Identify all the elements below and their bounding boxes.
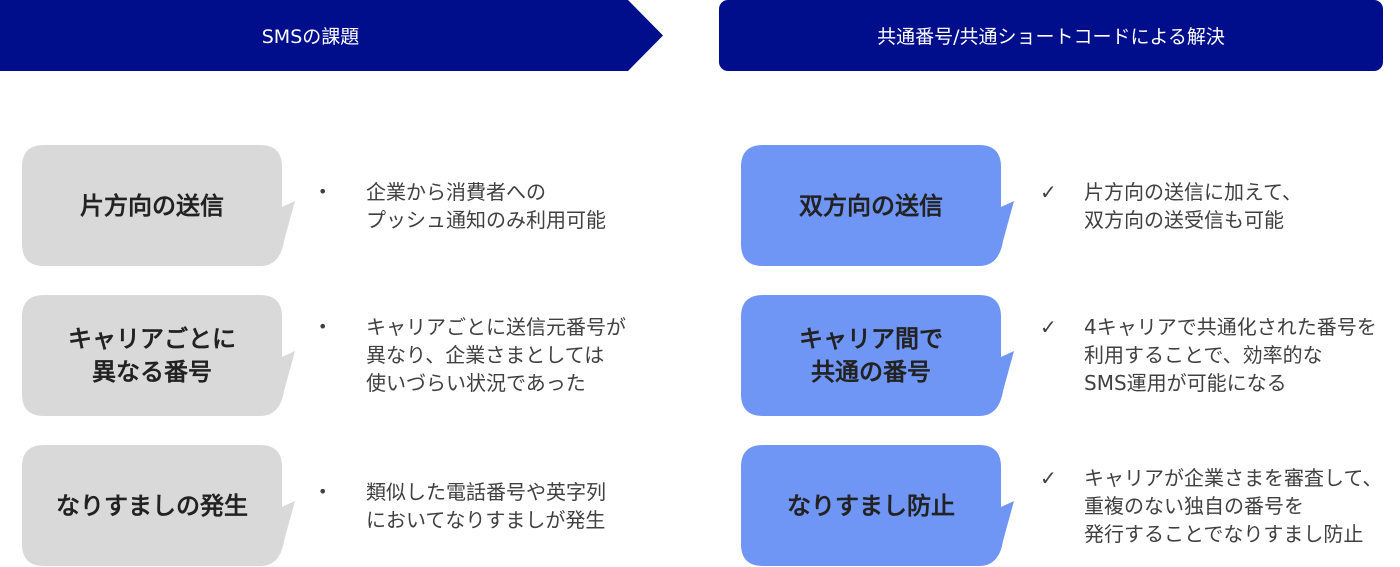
solution-description-common-number: ✓ 4キャリアで共通化された番号を 利用することで、効率的な SMS運用が可能に… xyxy=(1040,313,1377,397)
problem-description-text: キャリアごとに送信元番号が 異なり、企業さまとしては 使いづらい状況であった xyxy=(366,315,626,395)
callout-shape-icon xyxy=(741,145,1014,266)
solution-description-text: キャリアが企業さまを審査して、 重複のない独自の番号を 発行することでなりすまし… xyxy=(1084,466,1383,546)
problems-header: SMSの課題 xyxy=(0,0,663,71)
bullet-icon: • xyxy=(318,317,328,336)
problem-description-text: 類似した電話番号や英字列 においてなりすましが発生 xyxy=(366,480,606,532)
callout-shape-icon xyxy=(741,445,1014,566)
solution-callout-two-way: 双方向の送信 xyxy=(741,145,1016,267)
problem-label: なりすましの発生 xyxy=(56,491,248,520)
problem-label: 片方向の送信 xyxy=(80,191,224,220)
callout-shape-icon xyxy=(22,295,295,416)
solution-callout-common-number: キャリア間で 共通の番号 xyxy=(741,295,1016,417)
checkmark-icon: ✓ xyxy=(1040,180,1057,204)
problems-header-title: SMSの課題 xyxy=(261,26,360,48)
solution-description-text: 4キャリアで共通化された番号を 利用することで、効率的な SMS運用が可能になる xyxy=(1084,315,1377,395)
solutions-header-title: 共通番号/共通ショートコードによる解決 xyxy=(877,26,1225,48)
solution-label: なりすまし防止 xyxy=(787,491,955,520)
solution-callout-spoofing-prevention: なりすまし防止 xyxy=(741,445,1016,567)
problem-description-different-numbers: • キャリアごとに送信元番号が 異なり、企業さまとしては 使いづらい状況であった xyxy=(318,313,626,397)
checkmark-icon: ✓ xyxy=(1040,466,1057,490)
solution-label: キャリア間で 共通の番号 xyxy=(799,325,943,386)
checkmark-icon: ✓ xyxy=(1040,315,1057,339)
bullet-icon: • xyxy=(318,482,328,501)
solution-label: 双方向の送信 xyxy=(799,191,943,220)
problem-description-spoofing: • 類似した電話番号や英字列 においてなりすましが発生 xyxy=(318,478,606,534)
problem-callout-different-numbers: キャリアごとに 異なる番号 xyxy=(22,295,297,417)
solutions-header: 共通番号/共通ショートコードによる解決 xyxy=(719,0,1383,71)
callout-shape-icon xyxy=(22,445,295,566)
solution-description-text: 片方向の送信に加えて、 双方向の送受信も可能 xyxy=(1084,180,1302,232)
problem-label: キャリアごとに 異なる番号 xyxy=(68,325,236,386)
problem-description-one-way: • 企業から消費者への プッシュ通知のみ利用可能 xyxy=(318,178,606,234)
solution-description-two-way: ✓ 片方向の送信に加えて、 双方向の送受信も可能 xyxy=(1040,178,1302,234)
problem-callout-spoofing: なりすましの発生 xyxy=(22,445,297,567)
callout-shape-icon xyxy=(22,145,295,266)
problem-callout-one-way: 片方向の送信 xyxy=(22,145,297,267)
problem-description-text: 企業から消費者への プッシュ通知のみ利用可能 xyxy=(366,180,606,232)
solution-description-spoofing-prevention: ✓ キャリアが企業さまを審査して、 重複のない独自の番号を 発行することでなりす… xyxy=(1040,464,1382,548)
callout-shape-icon xyxy=(741,295,1014,416)
bullet-icon: • xyxy=(318,182,328,201)
